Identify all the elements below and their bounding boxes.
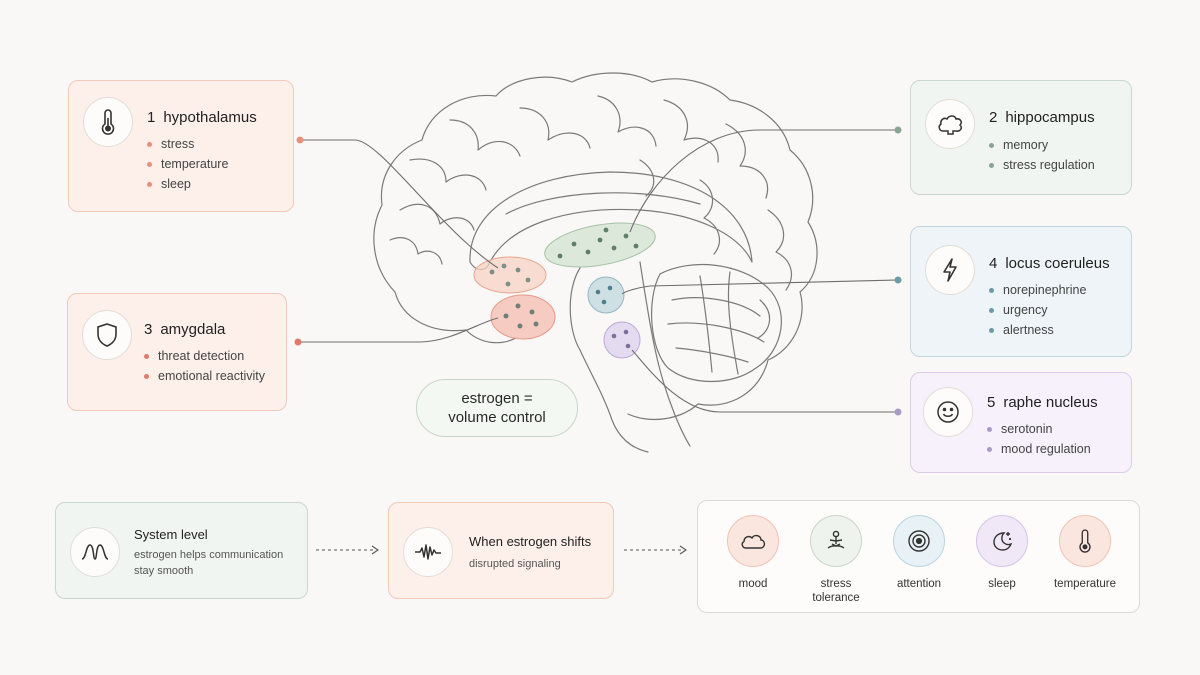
region-function-list: norepinephrine urgency alertness <box>989 280 1086 340</box>
list-item: memory <box>989 135 1095 155</box>
lightning-icon <box>925 245 975 295</box>
system-level-card: System level estrogen helps communicatio… <box>55 502 308 599</box>
moon-stars-icon <box>976 515 1028 567</box>
connector-dot <box>894 276 902 284</box>
effect-temperature: temperature <box>1040 515 1130 591</box>
thermometer-icon <box>83 97 133 147</box>
list-item: emotional reactivity <box>144 366 265 386</box>
brainstem <box>569 267 649 453</box>
region-function-list: stress temperature sleep <box>147 134 228 194</box>
connector-dot <box>894 126 902 134</box>
smiley-icon <box>923 387 973 437</box>
region-function-list: memory stress regulation <box>989 135 1095 175</box>
shield-icon <box>82 310 132 360</box>
list-item: alertness <box>989 320 1086 340</box>
effect-mood: mood <box>708 515 798 591</box>
flow-arrows <box>316 545 687 555</box>
list-item: sleep <box>147 174 228 194</box>
meditation-icon <box>810 515 862 567</box>
jagged-wave-icon <box>403 527 453 577</box>
connector-dot <box>894 408 902 416</box>
list-item: mood regulation <box>987 439 1091 459</box>
connector-lines <box>298 129 899 413</box>
brain-outline <box>373 72 818 421</box>
cloud-icon <box>727 515 779 567</box>
system-level-text: estrogen helps communication stay smooth <box>134 549 284 577</box>
cerebellum <box>651 263 782 382</box>
estrogen-shift-title: When estrogen shifts <box>469 534 592 549</box>
region-function-list: serotonin mood regulation <box>987 419 1091 459</box>
raphe-nucleus-region <box>603 321 641 359</box>
estrogen-volume-control-label: estrogen = volume control <box>416 379 578 437</box>
list-item: serotonin <box>987 419 1091 439</box>
list-item: temperature <box>147 154 228 174</box>
system-level-title: System level <box>134 527 208 542</box>
connector-dot <box>296 136 304 144</box>
effect-attention: attention <box>874 515 964 591</box>
list-item: stress regulation <box>989 155 1095 175</box>
list-item: urgency <box>989 300 1086 320</box>
smooth-wave-icon <box>70 527 120 577</box>
region-function-list: threat detection emotional reactivity <box>144 346 265 386</box>
target-icon <box>893 515 945 567</box>
corpus-callosum <box>469 171 753 271</box>
effect-sleep: sleep <box>957 515 1047 591</box>
list-item: stress <box>147 134 228 154</box>
hippocampus-region <box>544 222 656 268</box>
estrogen-shift-card: When estrogen shifts disrupted signaling <box>388 502 614 599</box>
hypothalamus-region <box>473 256 547 294</box>
connector-dot <box>294 338 302 346</box>
amygdala-region <box>490 294 556 340</box>
list-item: norepinephrine <box>989 280 1086 300</box>
cloud-brain-icon <box>925 99 975 149</box>
list-item: threat detection <box>144 346 265 366</box>
thermometer-icon <box>1059 515 1111 567</box>
locus-coeruleus-region <box>587 276 625 314</box>
estrogen-shift-text: disrupted signaling <box>469 558 561 570</box>
